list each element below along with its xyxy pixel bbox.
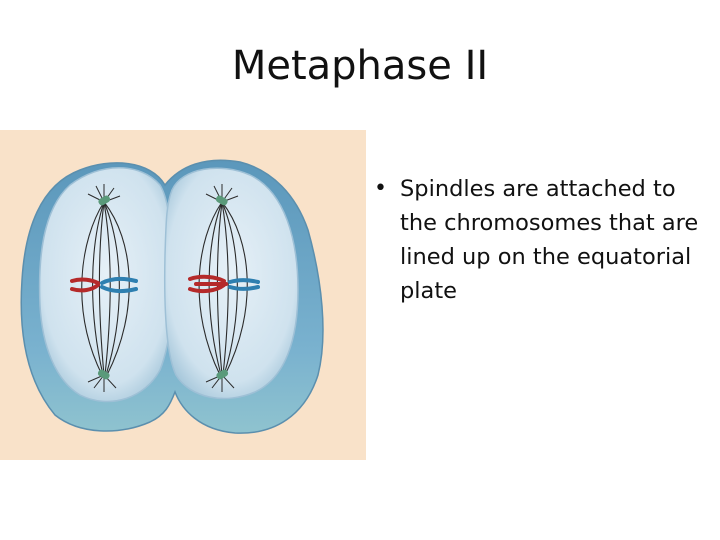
- bullet-text: Spindles are attached to the chromosomes…: [400, 176, 699, 304]
- right-chromosomes: [188, 274, 260, 294]
- slide-title: Metaphase II: [231, 43, 489, 89]
- cell-division-diagram: [0, 130, 366, 460]
- centrosomes: [97, 195, 229, 380]
- bullet-item: • Spindles are attached to the chromosom…: [368, 172, 708, 308]
- bullet-list: • Spindles are attached to the chromosom…: [368, 172, 708, 308]
- metaphase-ii-illustration: [0, 130, 366, 460]
- bullet-marker: •: [374, 176, 387, 201]
- left-chromosomes: [70, 276, 138, 294]
